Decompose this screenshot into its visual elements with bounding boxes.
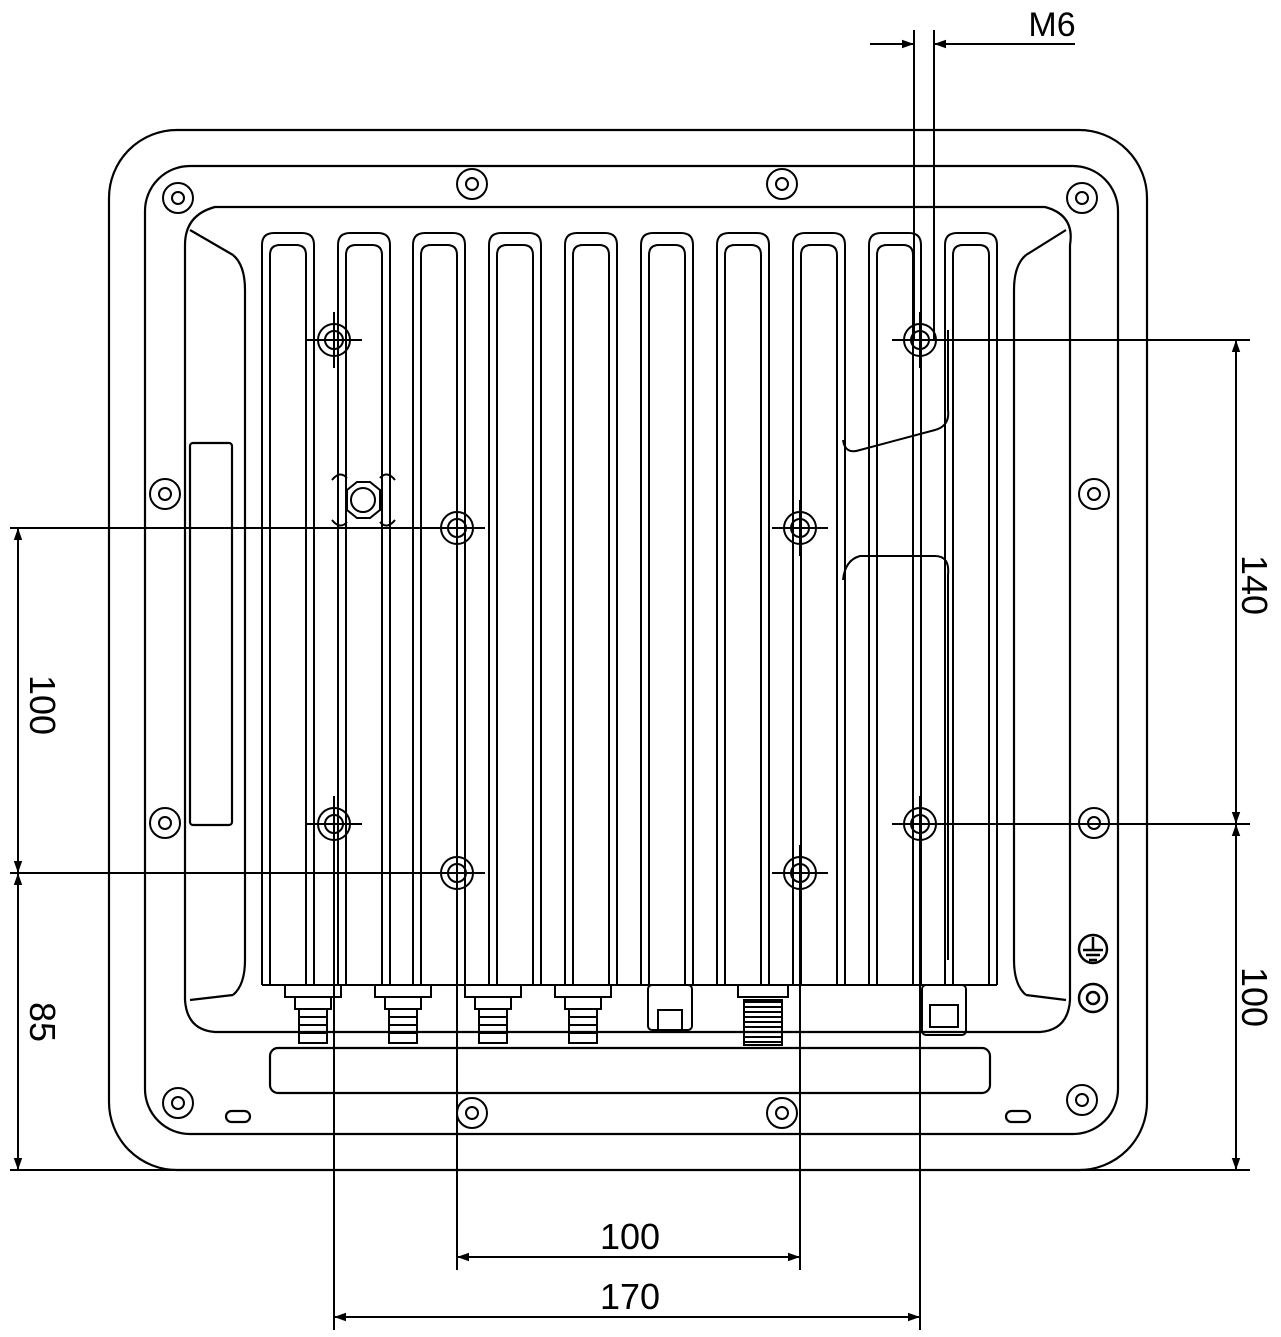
heatsink-fin	[944, 232, 998, 985]
connector-m12-inner	[657, 1009, 683, 1031]
screw	[1066, 1084, 1098, 1116]
connector-nut	[564, 996, 602, 1010]
screw	[1078, 478, 1110, 510]
mounting-screws	[149, 168, 1110, 1129]
screw-center	[171, 1096, 185, 1110]
heatsink-fin-inner	[269, 244, 307, 985]
right-side-wall	[1012, 254, 1027, 996]
connector-flange	[554, 984, 612, 998]
dim-left-lower: 85	[22, 1002, 63, 1042]
cross-channels	[842, 330, 950, 960]
heatsink-fin-inner	[496, 244, 534, 985]
screw-center	[465, 177, 479, 191]
dim-bottom-outer: 170	[600, 1276, 660, 1317]
housing	[107, 128, 1149, 1172]
heatsink-fin-inner	[345, 244, 383, 985]
screw	[162, 182, 194, 214]
heatsink-fin	[412, 232, 466, 985]
heatsink-fin-inner	[648, 244, 686, 985]
screw-center	[158, 816, 172, 830]
heatsink-fin	[337, 232, 391, 985]
screw	[766, 1097, 798, 1129]
connector-flange	[737, 984, 789, 998]
mounting-holes	[306, 312, 948, 901]
corner-chamfer	[189, 229, 1067, 1002]
heatsink-fin	[640, 232, 694, 985]
ground-symbol	[1077, 933, 1109, 1014]
label-plate	[188, 441, 234, 827]
heatsink-fins	[261, 232, 998, 986]
heatsink-fin-inner	[952, 244, 990, 985]
screw-center	[465, 1106, 479, 1120]
connectors	[284, 984, 967, 1046]
heatsink-recess	[183, 205, 1072, 1034]
connector-rj45-inner	[929, 1004, 959, 1028]
housing-outer	[107, 128, 1149, 1172]
heatsink-fin	[868, 232, 922, 985]
housing-flange	[143, 164, 1120, 1136]
thread-label: M6	[1028, 6, 1075, 44]
connector-nut	[384, 996, 422, 1010]
heatsink-fin	[488, 232, 542, 985]
connector-flange	[284, 984, 342, 998]
screw	[456, 1097, 488, 1129]
screw-center	[775, 1106, 789, 1120]
connector-nut	[294, 996, 332, 1010]
heatsink-fin-inner	[572, 244, 610, 985]
connector-rj45	[921, 984, 967, 1036]
screw-center	[775, 177, 789, 191]
connector-flange	[464, 984, 522, 998]
dim-right-upper: 140	[1234, 555, 1275, 615]
connector-m12	[647, 984, 693, 1031]
hex-nut	[331, 473, 396, 527]
dim-left-upper: 100	[22, 675, 63, 735]
dimension-lines	[10, 30, 1250, 1330]
left-side-wall	[232, 254, 247, 996]
dim-right-lower: 100	[1234, 967, 1275, 1027]
screw-center	[1075, 1093, 1089, 1107]
screw	[1066, 182, 1098, 214]
screw-center	[1087, 487, 1101, 501]
connector-bar	[268, 1046, 992, 1095]
dim-bottom-inner: 100	[600, 1216, 660, 1257]
heatsink-fin	[261, 232, 315, 985]
screw	[149, 478, 181, 510]
screw	[456, 168, 488, 200]
screw-center	[1075, 191, 1089, 205]
slot-left	[224, 1109, 252, 1124]
heatsink-fin	[716, 232, 770, 985]
slot-right	[1004, 1109, 1032, 1124]
connector-flange	[374, 984, 432, 998]
connector-nut	[474, 996, 512, 1010]
screw	[149, 807, 181, 839]
heatsink-fin	[564, 232, 618, 985]
heatsink-fin	[792, 232, 846, 985]
screw-center	[158, 487, 172, 501]
screw-center	[171, 191, 185, 205]
screw	[766, 168, 798, 200]
heatsink-fin-inner	[724, 244, 762, 985]
heatsink-fin-inner	[800, 244, 838, 985]
heatsink-fin-inner	[876, 244, 914, 985]
screw	[162, 1087, 194, 1119]
heatsink-fin-inner	[420, 244, 458, 985]
